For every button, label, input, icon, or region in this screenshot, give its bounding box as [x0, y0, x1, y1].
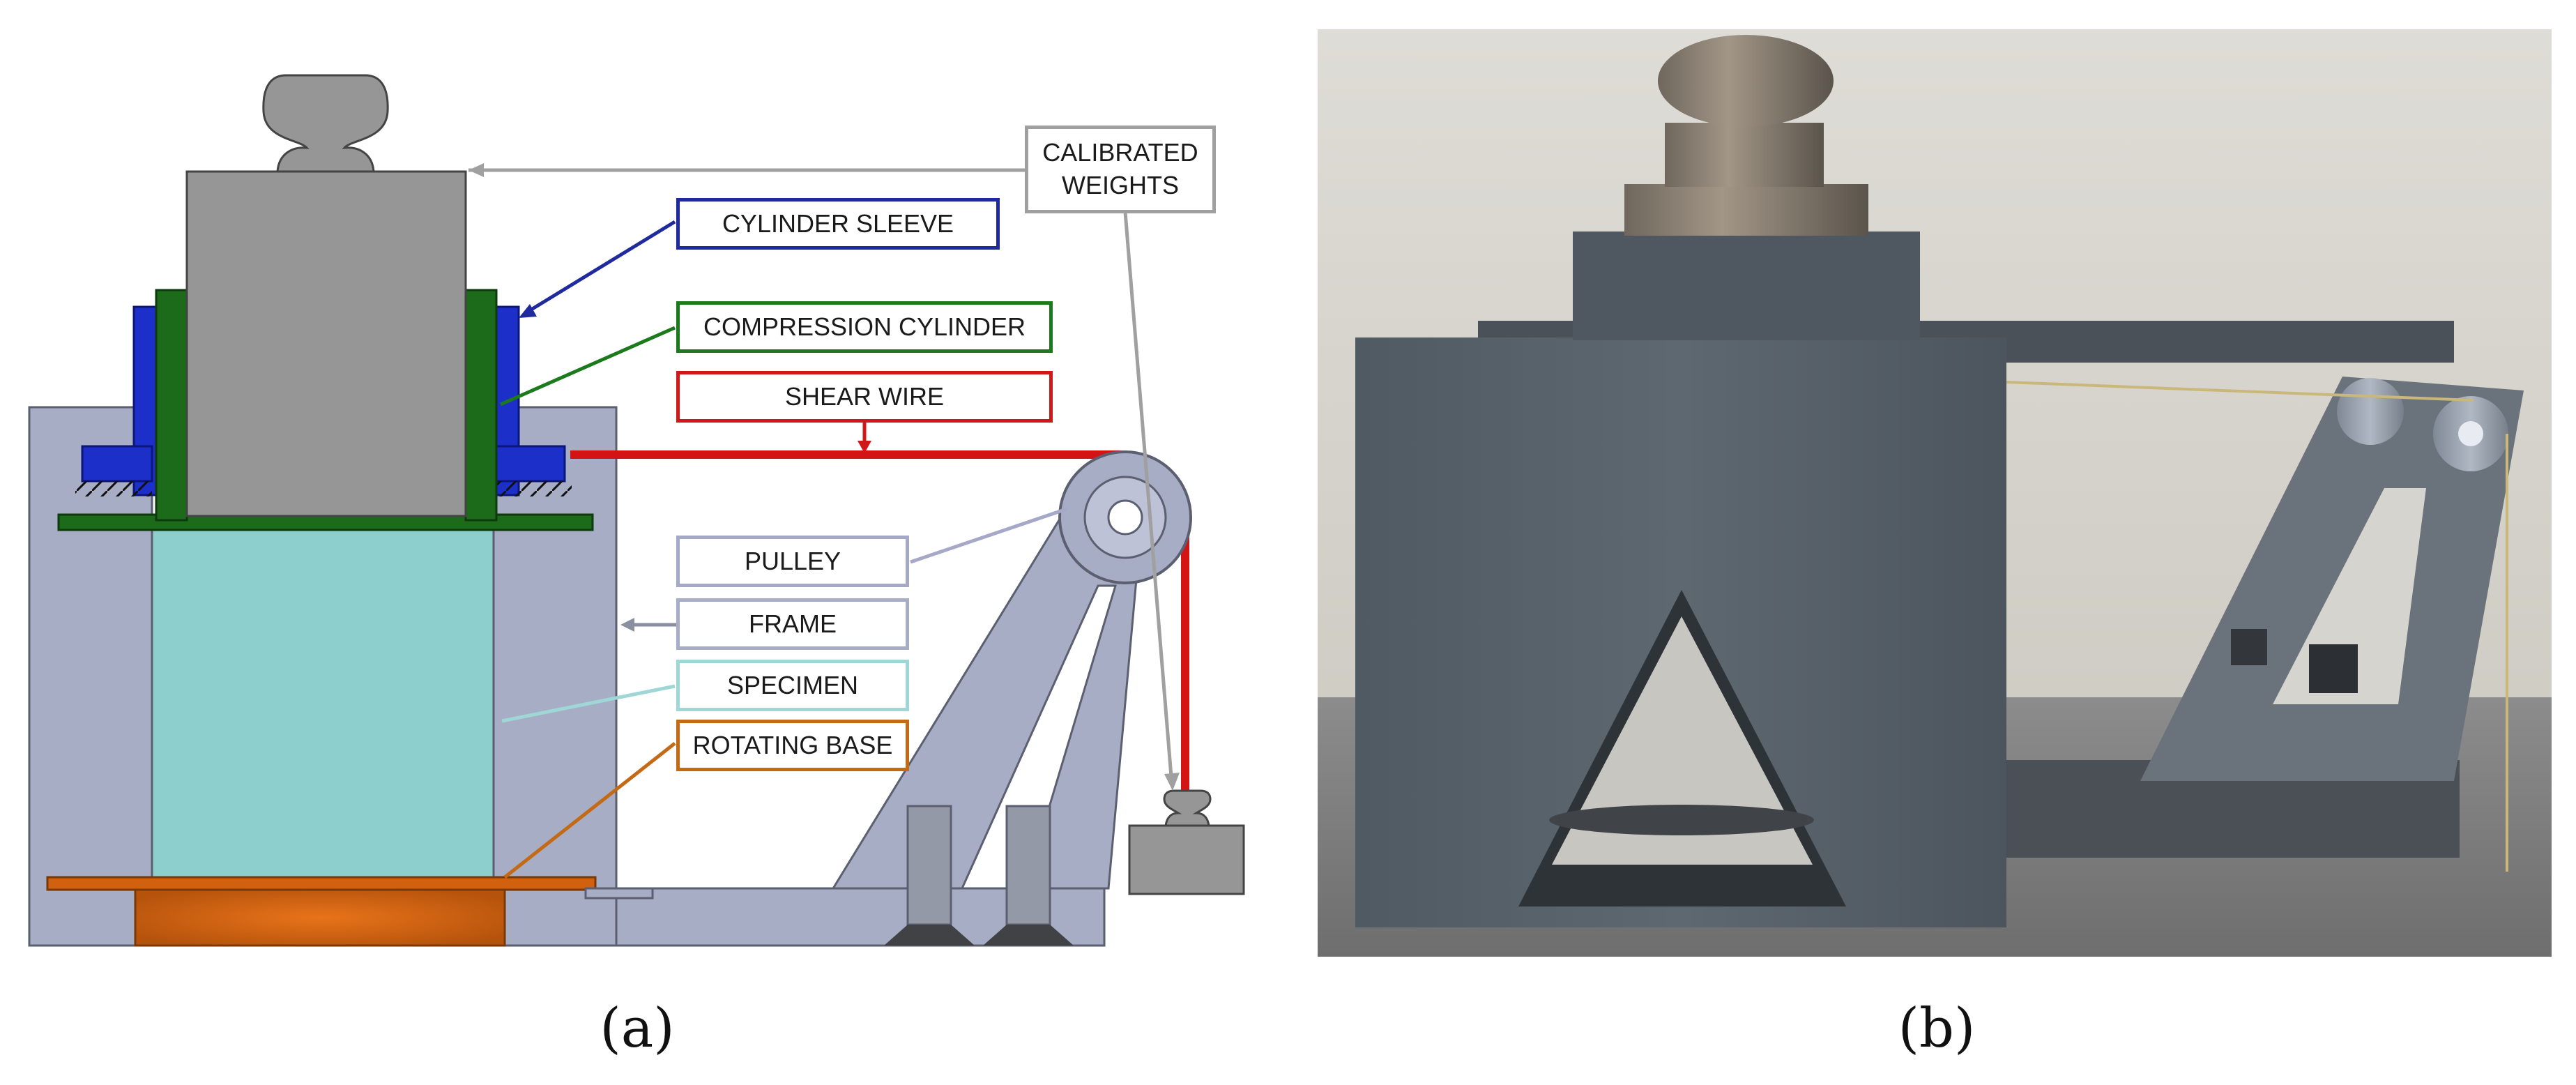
calibrated-weight-large — [185, 170, 467, 517]
callout-pulley: PULLEY — [676, 536, 909, 587]
callout-frame: FRAME — [676, 598, 909, 650]
cylinder-sleeve-flange-left — [81, 445, 153, 483]
photo-nut-left — [2231, 629, 2267, 665]
compression-cylinder-left — [155, 289, 188, 522]
leader-cylinder-sleeve — [523, 220, 676, 316]
specimen — [151, 529, 495, 879]
bolt-left-head — [884, 925, 975, 946]
photo-frame-window-inner — [1552, 616, 1813, 865]
arrow-frame — [620, 618, 634, 632]
calibrated-weight-large-handle — [262, 74, 389, 173]
frame-left-wall — [28, 406, 153, 947]
rotating-base-plate — [46, 876, 597, 891]
rotating-base — [134, 888, 506, 947]
photo-pulley-bracket — [2140, 377, 2524, 781]
panel-b-photo — [1318, 29, 2552, 957]
arrow-calibrated-weights-a — [468, 163, 484, 177]
bolt-right — [1005, 805, 1051, 926]
photo-weight-neck — [1665, 123, 1824, 187]
pulley-support-arm-inner — [960, 584, 1118, 890]
bolt-left — [906, 805, 952, 926]
cylinder-sleeve-flange-right — [494, 445, 566, 483]
leader-specimen — [501, 684, 676, 723]
photo-cylinder-top — [1573, 232, 1920, 340]
photo-shear-wire — [2006, 381, 2474, 402]
arrow-shear-wire — [858, 441, 871, 453]
callout-specimen: SPECIMEN — [676, 660, 909, 711]
leader-pulley — [910, 507, 1067, 564]
arrow-cylinder-sleeve — [519, 304, 537, 318]
callout-cylinder-sleeve: CYLINDER SLEEVE — [676, 198, 1000, 250]
panel-a-diagram — [28, 74, 1245, 947]
callout-compression-cylinder: COMPRESSION CYLINDER — [676, 301, 1053, 353]
frame-right-wall — [492, 406, 618, 947]
photo-weight-base — [1624, 184, 1868, 236]
bearing-left — [75, 481, 152, 496]
compression-cylinder-right — [464, 289, 498, 522]
photo-specimen-disc — [1549, 805, 1814, 835]
photo-pulley-left — [2337, 378, 2404, 445]
leader-calibrated-weights-b — [1123, 211, 1173, 777]
bearing-right — [495, 481, 572, 496]
callout-rotating-base: ROTATING BASE — [676, 720, 909, 771]
photo-weight-knob — [1658, 35, 1834, 127]
callout-calibrated-weights: CALIBRATED WEIGHTS — [1025, 126, 1216, 213]
photo-nut-right — [2309, 644, 2358, 693]
callout-shear-wire: SHEAR WIRE — [676, 371, 1053, 423]
bolt-right-head — [983, 925, 1074, 946]
arrow-calibrated-weights-b — [1164, 773, 1180, 791]
panel-label-b: (b) — [1898, 997, 1976, 1060]
calibrated-weight-small — [1128, 789, 1245, 895]
panel-label-a: (a) — [600, 997, 675, 1060]
leader-compression-cylinder — [499, 326, 676, 407]
photo-pulley-hub — [2458, 421, 2483, 446]
leader-rotating-base — [503, 742, 676, 879]
rotating-base-notch — [584, 887, 654, 900]
pulley-hub — [1107, 499, 1143, 536]
